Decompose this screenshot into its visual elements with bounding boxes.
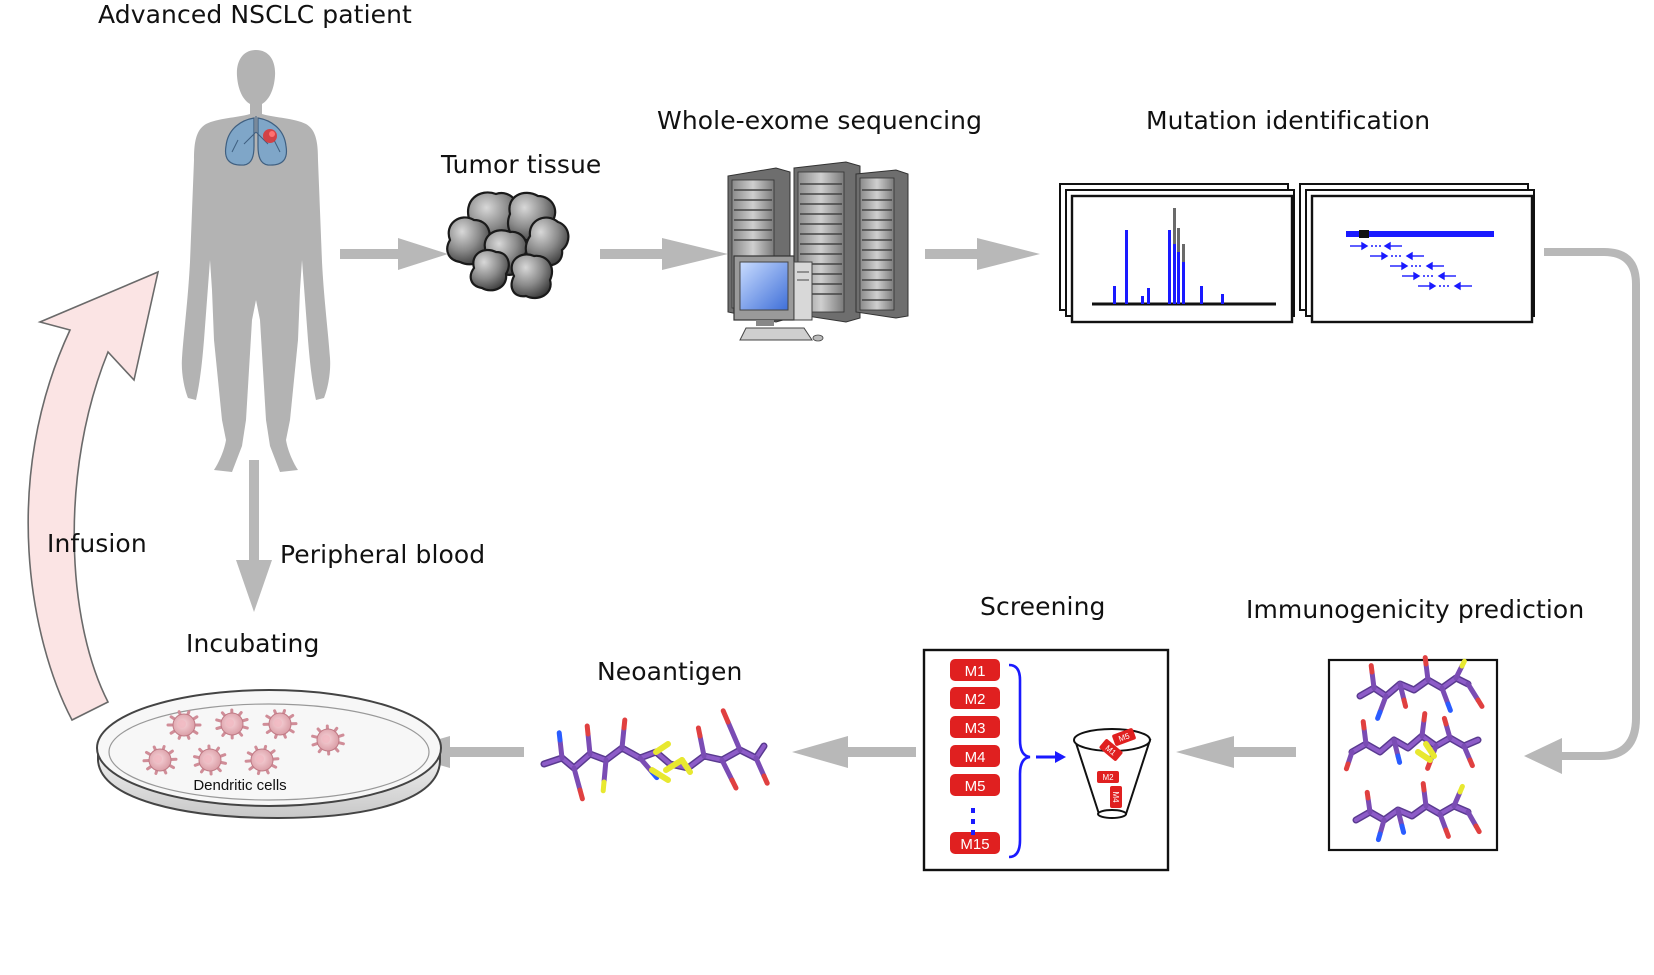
mutation-tag-label: M5 — [965, 778, 986, 795]
sequence-alignment-panel — [1300, 184, 1534, 322]
computer-icon — [734, 256, 823, 341]
vertical-ellipsis-icon — [971, 808, 975, 835]
mutation-tag-m5: M5 — [950, 774, 1000, 796]
arrow-tumor-to-sequencing — [600, 238, 728, 270]
cup-tag-label: M2 — [1102, 773, 1114, 782]
dendritic-cells-label: Dendritic cells — [193, 777, 286, 794]
peripheral-blood-label: Peripheral blood — [280, 540, 485, 569]
mutation-tag-label: M1 — [965, 663, 986, 680]
mutation-identification-label: Mutation identification — [1146, 106, 1430, 135]
tumor-tissue-label: Tumor tissue — [441, 150, 601, 179]
immunogenicity-prediction-label: Immunogenicity prediction — [1246, 595, 1584, 624]
infusion-label: Infusion — [47, 529, 147, 558]
mutation-tag-m1: M1 — [950, 659, 1000, 681]
arrow-sequencing-to-mutation — [925, 238, 1040, 270]
screening-label: Screening — [980, 592, 1106, 621]
incubating-label: Incubating — [186, 629, 319, 658]
mutation-spectrum-panel — [1060, 184, 1294, 322]
mutation-tag-label: M2 — [965, 691, 986, 708]
mutation-tag-label: M15 — [960, 836, 989, 853]
cup-tag-label: M4 — [1111, 791, 1120, 803]
infusion-arrow — [28, 272, 158, 720]
mutation-tag-m15: M15 — [950, 832, 1000, 854]
arrow-mutation-to-immunogenicity — [1524, 248, 1640, 774]
neoantigen-molecule-icon — [544, 711, 767, 799]
arrow-screening-to-neoantigen — [792, 736, 916, 768]
mutation-tag-m2: M2 — [950, 687, 1000, 709]
arrow-immunogenicity-to-screening — [1176, 736, 1296, 768]
patient-figure — [182, 50, 330, 472]
mutation-tag-label: M3 — [965, 720, 986, 737]
mutation-tag-m3: M3 — [950, 716, 1000, 738]
mutation-tag-label: M4 — [965, 749, 986, 766]
cup-tag-m2: M2 — [1097, 771, 1119, 783]
whole-exome-sequencing-label: Whole-exome sequencing — [657, 106, 982, 135]
patient-label: Advanced NSCLC patient — [98, 0, 412, 29]
tumor-tissue-icon — [447, 192, 568, 298]
arrow-patient-to-tumor — [340, 238, 448, 270]
cup-tag-m4: M4 — [1110, 786, 1122, 808]
neoantigen-label: Neoantigen — [597, 657, 742, 686]
arrow-patient-to-blood — [236, 460, 272, 612]
mutation-tag-m4: M4 — [950, 745, 1000, 767]
